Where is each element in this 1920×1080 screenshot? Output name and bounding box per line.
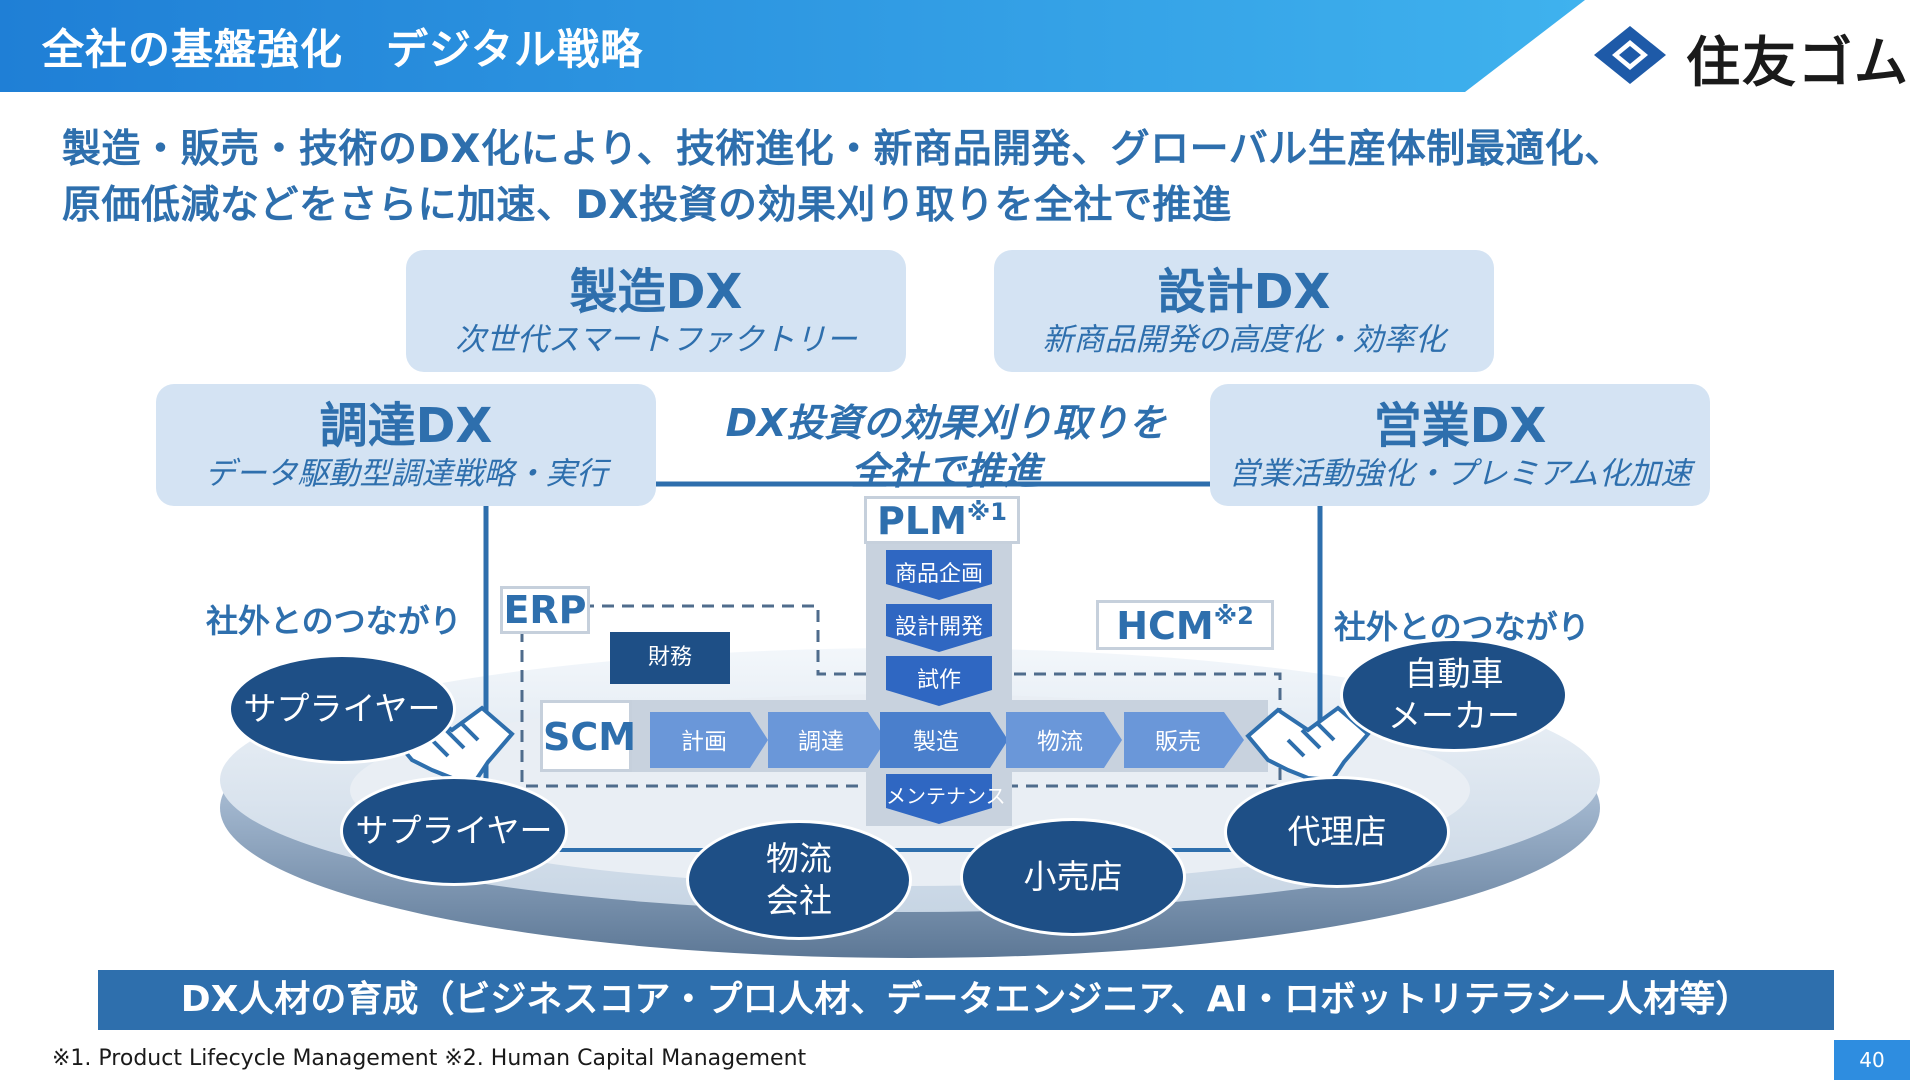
supplier-bubble-2: サプライヤー <box>340 776 568 886</box>
plm-chevron-1 <box>886 550 992 600</box>
scm-step-sales: 販売 <box>1155 729 1201 755</box>
sales-dx-subtitle: 営業活動強化・プレミアム化加速 <box>1228 456 1692 492</box>
plm-step-prototype: 試作 <box>916 668 961 693</box>
procurement-dx-box: 調達DX データ駆動型調達戦略・実行 <box>156 384 656 506</box>
page-number: 40 <box>1834 1040 1910 1080</box>
manufacturing-dx-box: 製造DX 次世代スマートファクトリー <box>406 250 906 372</box>
plm-chevron-2 <box>886 604 992 652</box>
sales-dx-box: 営業DX 営業活動強化・プレミアム化加速 <box>1210 384 1710 506</box>
logistics-label-line-1: 物流 <box>766 839 832 878</box>
hcm-label: HCM※2 <box>1096 600 1274 650</box>
plm-chevron-4 <box>886 774 992 824</box>
erp-frame <box>520 604 1282 788</box>
logistics-company-bubble: 物流 会社 <box>686 820 912 940</box>
plm-footnote-mark: ※1 <box>966 498 1007 526</box>
supplier-bubble-1: サプライヤー <box>228 654 456 764</box>
sales-dx-title: 営業DX <box>1373 398 1547 454</box>
procurement-dx-title: 調達DX <box>319 398 493 454</box>
plm-step-maintenance: メンテナンス <box>886 784 1006 808</box>
center-message-line-1: DX投資の効果刈り取りを <box>725 401 1167 445</box>
footnote: ※1. Product Lifecycle Management ※2. Hum… <box>52 1046 807 1071</box>
retail-store-bubble: 小売店 <box>960 818 1186 936</box>
plm-step-planning: 商品企画 <box>894 562 983 587</box>
external-connection-label-left: 社外とのつながり <box>206 602 462 640</box>
supplier-2-label: サプライヤー <box>355 811 553 850</box>
logistics-label-line-2: 会社 <box>766 881 832 920</box>
center-message-line-2: 全社で推進 <box>850 449 1041 493</box>
procurement-dx-subtitle: データ駆動型調達戦略・実行 <box>204 456 608 492</box>
scm-chevron-3 <box>880 712 1008 768</box>
header-bar <box>0 0 1585 92</box>
automaker-label-line-1: 自動車 <box>1404 654 1504 693</box>
manufacturing-dx-title: 製造DX <box>569 264 743 320</box>
plm-label: PLM※1 <box>864 496 1020 544</box>
finance-box: 財務 <box>610 632 730 684</box>
automaker-label-line-2: メーカー <box>1388 696 1520 735</box>
headline-line-2: 原価低減などをさらに加速、DX投資の効果刈り取りを全社で推進 <box>62 183 1232 228</box>
hcm-footnote-mark: ※2 <box>1213 602 1254 630</box>
scm-chevron-4 <box>1006 712 1122 768</box>
hcm-label-text: HCM <box>1116 604 1214 648</box>
automaker-bubble: 自動車 メーカー <box>1340 638 1568 752</box>
scm-step-procurement: 調達 <box>798 729 844 755</box>
scm-step-manufacturing: 製造 <box>913 729 959 755</box>
diamond-logo-icon <box>1594 26 1666 84</box>
plm-chevron-3 <box>886 656 992 706</box>
erp-label: ERP <box>500 586 590 634</box>
handshake-right-icon <box>1245 705 1371 783</box>
manufacturing-dx-subtitle: 次世代スマートファクトリー <box>454 322 858 358</box>
dealer-label: 代理店 <box>1287 812 1387 851</box>
dx-talent-banner: DX人材の育成（ビジネスコア・プロ人材、データエンジニア、AI・ロボットリテラシ… <box>98 970 1834 1030</box>
company-logo-text: 住友ゴム <box>1686 31 1910 94</box>
supplier-1-label: サプライヤー <box>243 689 441 728</box>
plm-label-text: PLM <box>877 499 967 543</box>
scm-step-planning: 計画 <box>681 729 727 755</box>
design-dx-subtitle: 新商品開発の高度化・効率化 <box>1042 322 1446 358</box>
scm-label: SCM <box>540 700 636 772</box>
dealer-bubble: 代理店 <box>1224 776 1450 888</box>
slide-title: 全社の基盤強化 デジタル戦略 <box>42 25 644 74</box>
scm-chevron-1 <box>650 712 768 768</box>
design-dx-box: 設計DX 新商品開発の高度化・効率化 <box>994 250 1494 372</box>
scm-chevron-2 <box>768 712 886 768</box>
scm-chevron-5 <box>1124 712 1244 768</box>
plm-step-design: 設計開発 <box>894 615 983 640</box>
retail-label: 小売店 <box>1023 857 1123 896</box>
design-dx-title: 設計DX <box>1157 264 1331 320</box>
headline-line-1: 製造・販売・技術のDX化により、技術進化・新商品開発、グローバル生産体制最適化、 <box>62 127 1624 172</box>
scm-step-logistics: 物流 <box>1037 729 1083 755</box>
